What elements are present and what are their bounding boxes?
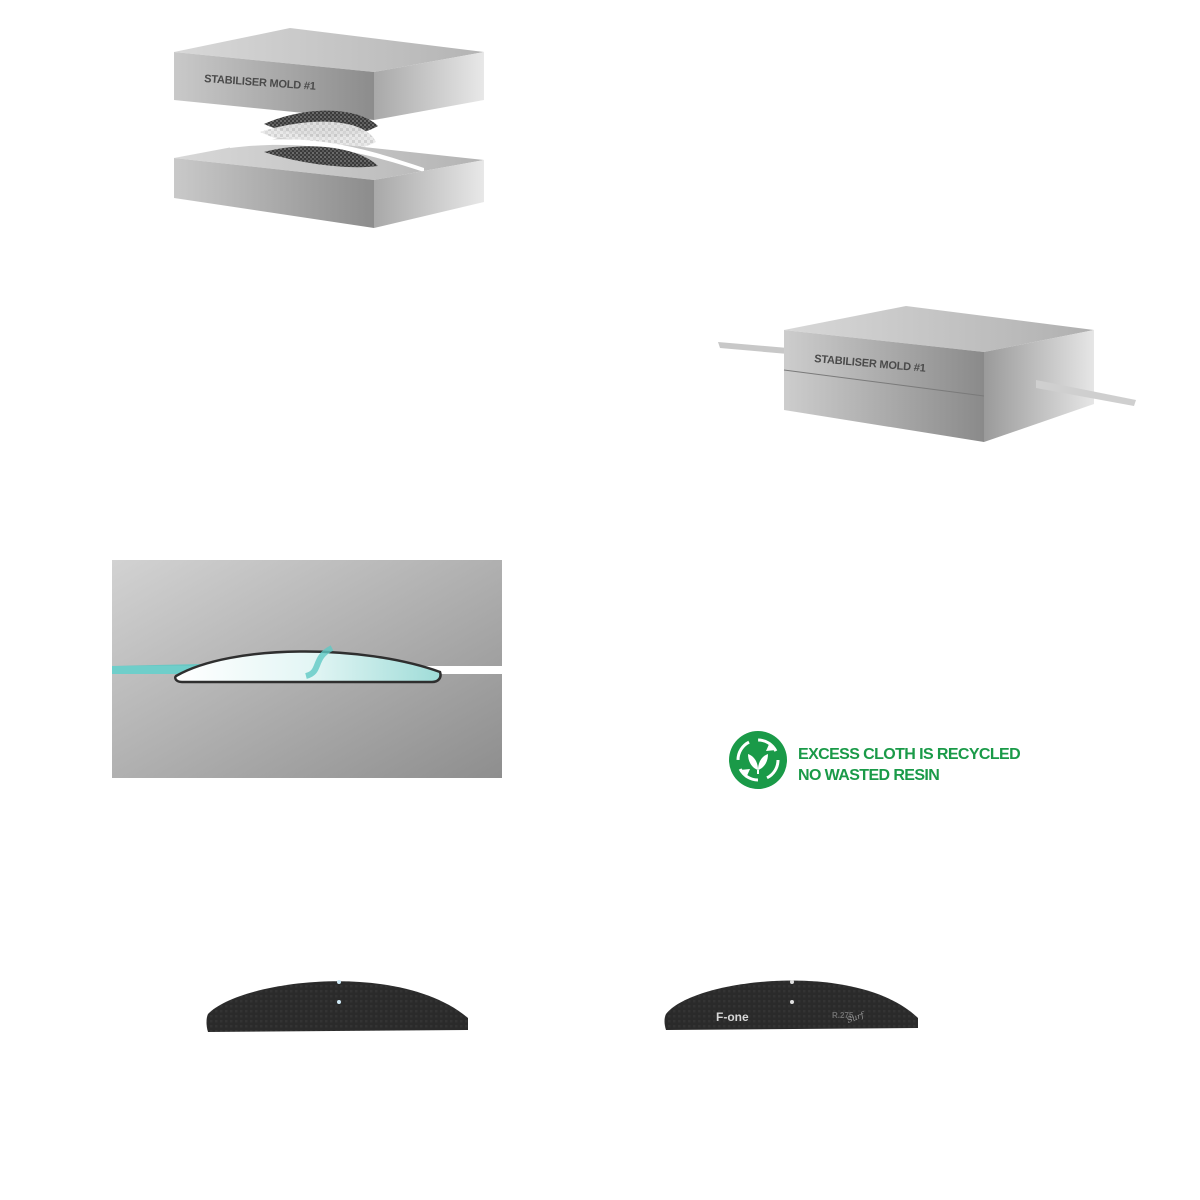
mount-hole bbox=[790, 1000, 794, 1004]
mold-cross-section bbox=[112, 560, 502, 778]
open-mold-diagram: STABILISER MOLD #1 bbox=[160, 20, 500, 240]
carbon-layup bbox=[260, 110, 378, 150]
mount-hole bbox=[337, 980, 341, 984]
excess-cloth-right bbox=[1036, 380, 1136, 406]
brand-logo: F-one bbox=[716, 1010, 749, 1024]
model-label: R.275 bbox=[832, 1011, 854, 1020]
finished-stabiliser: F-one R.275 Surf bbox=[658, 960, 928, 1040]
mount-hole bbox=[790, 980, 794, 984]
stabiliser-profile bbox=[174, 650, 442, 684]
mold-bottom-half bbox=[174, 138, 484, 228]
mount-hole bbox=[337, 1000, 341, 1004]
recycle-line-1: EXCESS CLOTH IS RECYCLED bbox=[798, 746, 1021, 763]
excess-cloth-left bbox=[718, 342, 788, 354]
recycle-badge: EXCESS CLOTH IS RECYCLED NO WASTED RESIN bbox=[728, 730, 1058, 792]
closed-mold-diagram: STABILISER MOLD #1 bbox=[710, 296, 1150, 456]
stabiliser-wing bbox=[664, 980, 918, 1030]
recycle-line-2: NO WASTED RESIN bbox=[798, 767, 940, 784]
mold-closed-block: STABILISER MOLD #1 bbox=[783, 306, 1094, 442]
raw-stabiliser bbox=[200, 960, 480, 1040]
stabiliser-wing bbox=[206, 981, 468, 1032]
recycle-leaf-icon bbox=[729, 731, 787, 789]
mold-top-half: STABILISER MOLD #1 bbox=[174, 28, 484, 120]
